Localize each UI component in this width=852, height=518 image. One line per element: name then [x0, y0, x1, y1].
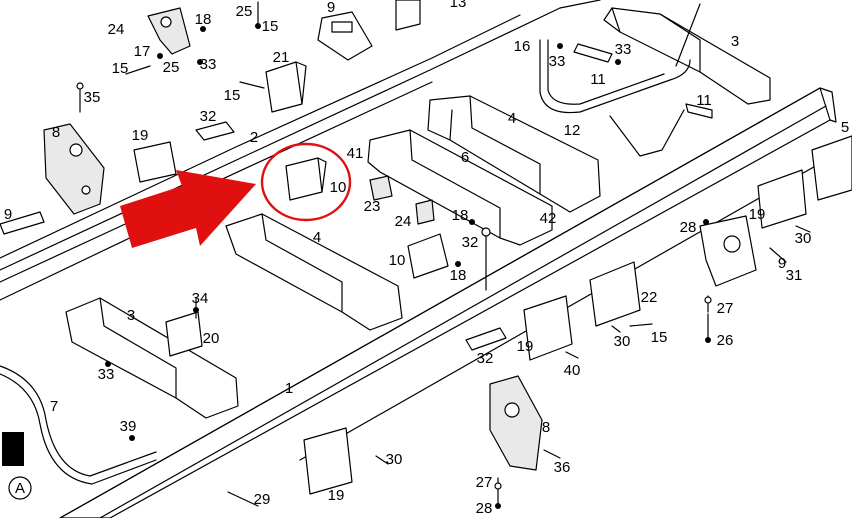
- plate-32-bottom: [465, 327, 507, 351]
- callout-27: 27: [717, 300, 734, 317]
- callout-19: 19: [749, 206, 766, 223]
- bracket-10-right: [407, 233, 449, 279]
- callout-3: 3: [731, 33, 739, 50]
- callout-31: 31: [786, 267, 803, 284]
- plate-22: [589, 261, 641, 327]
- crossmember-6: [367, 129, 553, 246]
- callout-30: 30: [795, 230, 812, 247]
- callout-30: 30: [614, 333, 631, 350]
- plate-13: [395, 0, 421, 31]
- callout-19: 19: [132, 127, 149, 144]
- bracket-9-top: [317, 11, 373, 61]
- callout-10: 10: [389, 252, 406, 269]
- callout-15: 15: [112, 60, 129, 77]
- callout-6: 6: [461, 149, 469, 166]
- callout-35: 35: [84, 89, 101, 106]
- callout-36: 36: [554, 459, 571, 476]
- callout-40: 40: [564, 362, 581, 379]
- corner-marker-label: A: [15, 480, 25, 497]
- callout-19: 19: [517, 338, 534, 355]
- bracket-8-left: [43, 123, 105, 215]
- callout-4: 4: [313, 229, 321, 246]
- callout-2: 2: [250, 129, 258, 146]
- bracket-5-right: [811, 135, 852, 201]
- callout-9: 9: [327, 0, 335, 16]
- callout-16: 16: [514, 38, 531, 55]
- callout-42: 42: [540, 210, 557, 227]
- crossmember-3-top: [603, 7, 771, 105]
- callout-17: 17: [134, 43, 151, 60]
- plate-19-center: [523, 295, 573, 361]
- callout-8: 8: [52, 124, 60, 141]
- callout-18: 18: [452, 207, 469, 224]
- crossmember-4-lower: [225, 213, 403, 331]
- bracket-24-mid: [415, 199, 435, 225]
- crossmember-4-upper: [427, 95, 601, 213]
- callout-22: 22: [641, 289, 658, 306]
- callout-4: 4: [508, 110, 516, 127]
- callout-10: 10: [330, 179, 347, 196]
- callout-33: 33: [615, 41, 632, 58]
- callout-25: 25: [236, 3, 253, 20]
- callout-20: 20: [203, 330, 220, 347]
- callout-25: 25: [163, 59, 180, 76]
- callout-9: 9: [4, 206, 12, 223]
- callout-39: 39: [120, 418, 137, 435]
- callout-41: 41: [347, 145, 364, 162]
- callout-3: 3: [127, 307, 135, 324]
- callout-13: 13: [450, 0, 467, 11]
- callout-18: 18: [450, 267, 467, 284]
- callout-33: 33: [549, 53, 566, 70]
- callout-32: 32: [477, 350, 494, 367]
- callout-28: 28: [476, 500, 493, 517]
- callout-32: 32: [462, 234, 479, 251]
- callout-33: 33: [200, 56, 217, 73]
- callout-34: 34: [192, 290, 209, 307]
- plate-20: [165, 311, 203, 357]
- bracket-21: [265, 61, 307, 113]
- callout-33: 33: [98, 366, 115, 383]
- plate-9-left: [0, 211, 45, 235]
- callout-7: 7: [50, 398, 58, 415]
- plate-19-right: [757, 169, 807, 229]
- callout-12: 12: [564, 122, 581, 139]
- callout-30: 30: [386, 451, 403, 468]
- bracket-24-top: [147, 7, 191, 55]
- callout-9: 9: [778, 255, 786, 272]
- callout-28: 28: [680, 219, 697, 236]
- bracket-8-bottom: [489, 375, 543, 471]
- callout-8: 8: [542, 419, 550, 436]
- plate-19-bottom: [303, 427, 353, 495]
- plate-32-top: [195, 121, 235, 141]
- callout-24: 24: [395, 213, 412, 230]
- callout-32: 32: [200, 108, 217, 125]
- callout-15: 15: [651, 329, 668, 346]
- crossmember-3-lower: [65, 297, 239, 419]
- callout-15: 15: [224, 87, 241, 104]
- callout-29: 29: [254, 491, 271, 508]
- callout-15: 15: [262, 18, 279, 35]
- highlight-circle: [260, 142, 352, 222]
- callout-24: 24: [108, 21, 125, 38]
- callout-1: 1: [285, 380, 293, 397]
- fasteners: [76, 1, 811, 509]
- callout-27: 27: [476, 474, 493, 491]
- callout-19: 19: [328, 487, 345, 504]
- bracket-9-right: [699, 215, 757, 287]
- highlight-arrow: [120, 170, 256, 248]
- callout-23: 23: [364, 198, 381, 215]
- callout-18: 18: [195, 11, 212, 28]
- corner-marker: A: [8, 476, 32, 500]
- plate-19-left: [133, 141, 177, 183]
- callout-11: 11: [696, 92, 712, 109]
- callout-11: 11: [590, 71, 606, 88]
- clip-23: [369, 175, 393, 201]
- hose-11-12: [539, 3, 713, 157]
- callout-21: 21: [273, 49, 290, 66]
- cable-7: [0, 365, 157, 485]
- callout-5: 5: [841, 119, 849, 136]
- callout-26: 26: [717, 332, 734, 349]
